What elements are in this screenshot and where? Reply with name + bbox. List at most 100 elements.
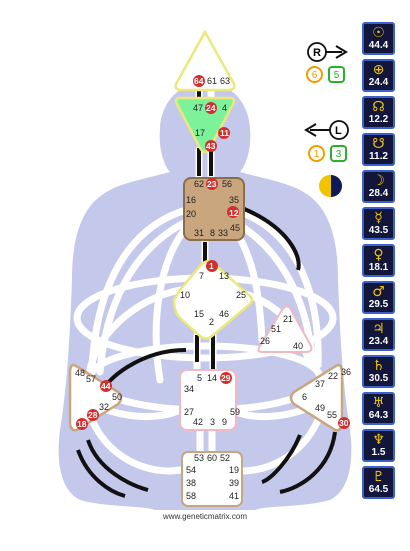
ajna-center <box>174 96 236 154</box>
planet-value: 64.3 <box>368 410 389 421</box>
gate-53: 53 <box>194 453 204 463</box>
planet-box: ♄30.5 <box>362 355 395 388</box>
planet-value: 44.4 <box>368 40 389 51</box>
gate-44: 44 <box>101 381 111 391</box>
gate-1: 1 <box>209 261 214 271</box>
gate-30: 30 <box>339 418 349 428</box>
gate-numbers: 64 61 63 47 24 4 17 11 43 62 23 56 16 35… <box>75 76 351 501</box>
planet-box: ☉44.4 <box>362 22 395 55</box>
planet-value: 30.5 <box>368 373 389 384</box>
gate-15: 15 <box>194 309 204 319</box>
planet-value: 12.2 <box>368 114 389 125</box>
variable-triangle-bottom-right: 3 <box>330 145 347 162</box>
gate-48: 48 <box>75 368 85 378</box>
variable-arrow-bottom: L <box>304 120 349 140</box>
mercury-icon: ☿ <box>374 210 383 226</box>
gate-9: 9 <box>222 417 227 427</box>
gate-35: 35 <box>229 195 239 205</box>
head-center <box>174 29 236 92</box>
moon-phase-icon <box>319 175 342 197</box>
gate-40: 40 <box>293 341 303 351</box>
gate-42: 42 <box>193 417 203 427</box>
gate-13: 13 <box>219 271 229 281</box>
variable-arrow-top: R <box>307 42 348 62</box>
planet-value: 64.5 <box>368 484 389 495</box>
gate-10: 10 <box>180 290 190 300</box>
root-center <box>181 451 243 507</box>
gate-27: 27 <box>184 407 194 417</box>
gate-24: 24 <box>206 103 216 113</box>
gate-20: 20 <box>186 209 196 219</box>
gate-64: 64 <box>194 76 204 86</box>
gate-45: 45 <box>230 223 240 233</box>
north-node-icon: ☊ <box>372 99 385 115</box>
gate-61: 61 <box>207 76 217 86</box>
planet-box: ♂29.5 <box>362 281 395 314</box>
jupiter-icon: ♃ <box>372 321 385 337</box>
planet-box: ♀18.1 <box>362 244 395 277</box>
neptune-icon: ♆ <box>372 432 385 448</box>
gate-38: 38 <box>186 478 196 488</box>
top-arrow-letter: R <box>313 47 321 59</box>
throat-center <box>183 177 245 241</box>
gate-3: 3 <box>210 417 215 427</box>
planet-value: 24.4 <box>368 77 389 88</box>
planet-box: ♅64.3 <box>362 392 395 425</box>
gate-17: 17 <box>195 128 205 138</box>
planet-value: 18.1 <box>368 262 389 273</box>
footer-url: www.geneticmatrix.com <box>162 512 248 521</box>
saturn-icon: ♄ <box>372 358 385 374</box>
gate-29: 29 <box>221 373 231 383</box>
spleen-center <box>68 363 123 432</box>
planet-box: ⊕24.4 <box>362 59 395 92</box>
g-center <box>172 259 254 340</box>
gate-23: 23 <box>207 179 217 189</box>
gate-49: 49 <box>315 403 325 413</box>
variable-circle-top-left: 6 <box>306 66 323 83</box>
red-gate-badges <box>76 75 350 430</box>
gate-21: 21 <box>283 314 293 324</box>
south-node-icon: ☋ <box>372 136 385 152</box>
gate-51: 51 <box>271 324 281 334</box>
gate-62: 62 <box>194 179 204 189</box>
mars-icon: ♂ <box>372 284 385 300</box>
planet-box: ♇64.5 <box>362 466 395 499</box>
gate-56: 56 <box>222 179 232 189</box>
planet-box: ♃23.4 <box>362 318 395 351</box>
planet-value: 28.4 <box>368 188 389 199</box>
gate-19: 19 <box>229 465 239 475</box>
gate-37: 37 <box>315 379 325 389</box>
pluto-icon: ♇ <box>372 469 385 485</box>
gate-12: 12 <box>229 208 239 218</box>
planet-box: ☊12.2 <box>362 96 395 129</box>
planet-column: ☉44.4⊕24.4☊12.2☋11.2☽28.4☿43.5♀18.1♂29.5… <box>362 22 395 503</box>
gate-11: 11 <box>220 128 229 138</box>
planet-value: 1.5 <box>371 447 386 458</box>
sun-icon: ☉ <box>372 25 385 41</box>
bottom-arrow-letter: L <box>335 125 342 137</box>
planet-value: 11.2 <box>369 151 388 162</box>
planet-box: ☿43.5 <box>362 207 395 240</box>
gate-31: 31 <box>194 228 204 238</box>
planet-box: ☋11.2 <box>362 133 395 166</box>
sacral-center <box>179 369 237 431</box>
gate-63: 63 <box>220 76 230 86</box>
gate-7: 7 <box>199 271 204 281</box>
gate-18: 18 <box>77 419 87 429</box>
gate-34: 34 <box>184 384 194 394</box>
gate-33: 33 <box>218 228 228 238</box>
gate-59: 59 <box>230 407 240 417</box>
gate-36: 36 <box>341 367 351 377</box>
planet-box: ♆1.5 <box>362 429 395 462</box>
gate-50: 50 <box>112 392 122 402</box>
gate-41: 41 <box>229 491 239 501</box>
gate-16: 16 <box>186 195 196 205</box>
gate-4: 4 <box>222 103 227 113</box>
gate-39: 39 <box>229 478 239 488</box>
gate-6: 6 <box>302 392 307 402</box>
gate-60: 60 <box>207 453 217 463</box>
variable-triangle-top-right: 5 <box>328 66 345 83</box>
gate-8: 8 <box>210 228 215 238</box>
earth-icon: ⊕ <box>372 62 385 78</box>
